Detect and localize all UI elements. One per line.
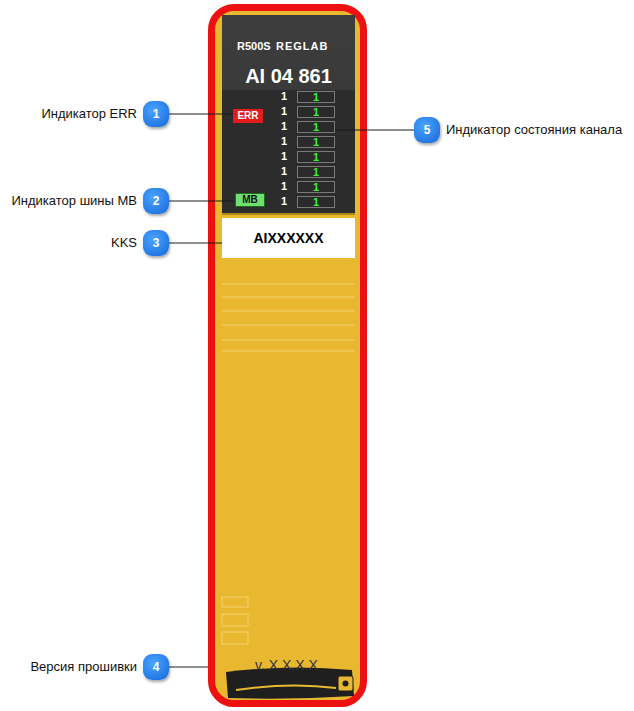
channel-state: 1 — [298, 197, 334, 207]
channel-number: 1 — [281, 180, 287, 192]
channel-indicator: 11 — [297, 91, 335, 103]
leader-line — [169, 243, 222, 244]
indicator-label: ERR — [233, 109, 263, 123]
mb-bus-indicator: MB — [235, 193, 265, 207]
label-slots — [222, 597, 248, 644]
latch-button — [338, 676, 353, 691]
channel-indicator: 11 — [297, 121, 335, 133]
brand-name: REGLAB — [276, 40, 328, 52]
series-name: R500S — [237, 40, 271, 52]
callout-label: Индикатор ERR — [41, 106, 137, 121]
callout-number: 2 — [143, 188, 169, 214]
channel-state: 1 — [298, 137, 334, 147]
kks-label: AIXXXXXX — [222, 218, 355, 258]
channel-indicator: 11 — [297, 136, 335, 148]
indicator-label: MB — [236, 194, 264, 206]
latch-screw — [343, 681, 349, 687]
err-indicator: ERR — [233, 109, 263, 123]
module-type: AI 04 861 — [222, 65, 355, 88]
channel-indicator: 11 — [297, 106, 335, 118]
callout-bubble: 5Индикатор состояния канала — [414, 117, 440, 143]
channel-indicator: 11 — [297, 151, 335, 163]
callout-label: KKS — [111, 235, 137, 250]
channel-state: 1 — [298, 167, 334, 177]
channel-state: 1 — [298, 122, 334, 132]
callout-number: 1 — [143, 101, 169, 127]
io-module: v. X.X.X.XR500SREGLABAI 04 861ERR1111111… — [208, 4, 367, 707]
channel-number: 1 — [281, 150, 287, 162]
latch-tab — [226, 667, 354, 698]
channel-state: 1 — [298, 152, 334, 162]
label-stripes — [222, 284, 355, 351]
leader-line — [169, 114, 233, 115]
firmware-version: v. X.X.X.X — [255, 657, 318, 673]
channel-indicator: 11 — [297, 196, 335, 208]
leader-line — [169, 201, 235, 202]
channel-number: 1 — [281, 120, 287, 132]
callout-number: 4 — [143, 654, 169, 680]
channel-indicator: 11 — [297, 181, 335, 193]
channel-number: 1 — [281, 105, 287, 117]
kks-code: AIXXXXXX — [222, 218, 355, 258]
channel-number: 1 — [281, 135, 287, 147]
channel-state: 1 — [298, 182, 334, 192]
panel-edge — [222, 213, 355, 215]
callout-bubble: 1Индикатор ERR — [143, 101, 169, 127]
channel-indicator: 11 — [297, 166, 335, 178]
callout-bubble: 2Индикатор шины MB — [143, 188, 169, 214]
callout-bubble: 4Версия прошивки — [143, 654, 169, 680]
callout-bubble: 3KKS — [143, 230, 169, 256]
channel-number: 1 — [281, 165, 287, 177]
callout-label: Версия прошивки — [30, 659, 137, 674]
latch-groove — [236, 685, 336, 690]
callout-label: Индикатор шины MB — [12, 193, 138, 208]
channel-number: 1 — [281, 90, 287, 102]
leader-line — [169, 667, 208, 668]
channel-state: 1 — [298, 92, 334, 102]
channel-number: 1 — [281, 195, 287, 207]
callout-label: Индикатор состояния канала — [446, 122, 622, 137]
callout-number: 5 — [414, 117, 440, 143]
module-front-panel: R500SREGLABAI 04 861ERR1111111111111111M… — [222, 15, 355, 213]
channel-state: 1 — [298, 107, 334, 117]
callout-number: 3 — [143, 230, 169, 256]
leader-line — [335, 130, 414, 131]
